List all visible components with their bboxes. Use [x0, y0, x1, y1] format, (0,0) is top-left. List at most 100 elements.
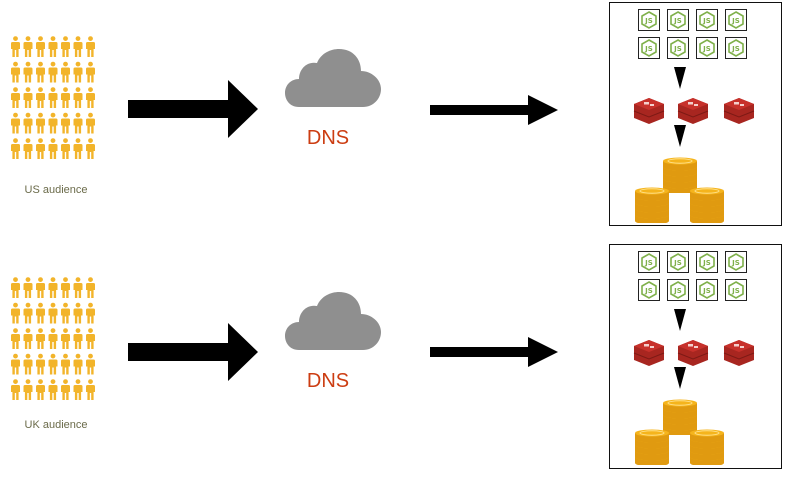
person-icon [86, 328, 95, 349]
nodejs-icon: JS [667, 9, 689, 31]
person-icon [61, 277, 70, 298]
person-icon [61, 61, 70, 83]
person-icon [11, 379, 20, 400]
person-icon [36, 61, 45, 83]
coin-stack-icon [634, 183, 670, 225]
nodejs-icon: JS [667, 279, 689, 301]
person-icon [61, 328, 70, 349]
cloud-icon [285, 292, 381, 350]
person-icon [11, 302, 20, 324]
person-icon [48, 138, 58, 159]
person-icon [11, 87, 20, 108]
person-icon [48, 87, 58, 108]
person-icon [48, 328, 58, 349]
person-icon [11, 138, 20, 159]
person-icon [73, 328, 83, 349]
nodejs-icon: JS [667, 37, 689, 59]
svg-text:JS: JS [673, 17, 682, 25]
redis-icon [722, 94, 756, 124]
person-icon [36, 87, 45, 108]
person-icon [23, 87, 33, 108]
nodejs-icon: JS [696, 279, 718, 301]
person-icon [36, 302, 45, 324]
person-icon [73, 61, 83, 83]
person-icon [11, 328, 20, 349]
person-icon [61, 87, 70, 108]
person-icon [11, 36, 20, 57]
person-icon [61, 36, 70, 57]
person-icon [73, 302, 83, 324]
nodejs-icon: JS [638, 279, 660, 301]
person-icon [23, 379, 33, 400]
person-icon [73, 112, 83, 134]
person-icon [61, 379, 70, 400]
uk-audience-label: UK audience [24, 419, 88, 431]
coin-stack-icon [689, 425, 725, 467]
arrow-audience-to-dns-uk [128, 323, 258, 381]
person-icon [23, 302, 33, 324]
person-icon [61, 302, 70, 324]
nodejs-icon: JS [696, 9, 718, 31]
person-icon [48, 379, 58, 400]
person-icon [48, 277, 58, 298]
dns-label-uk: DNS [306, 370, 350, 392]
arrow-dns-to-servers-us [430, 95, 558, 125]
person-icon [86, 112, 95, 134]
redis-icon [676, 336, 710, 366]
svg-text:JS: JS [644, 287, 653, 295]
us-audience-people-grid [11, 36, 101, 164]
person-icon [23, 138, 33, 159]
person-icon [61, 112, 70, 134]
person-icon [48, 353, 58, 375]
person-icon [86, 353, 95, 375]
person-icon [36, 353, 45, 375]
person-icon [36, 328, 45, 349]
nodejs-icon: JS [667, 251, 689, 273]
person-icon [36, 112, 45, 134]
person-icon [48, 302, 58, 324]
person-icon [48, 36, 58, 57]
redis-icon [632, 94, 666, 124]
coin-stack-icon [634, 425, 670, 467]
redis-icon [676, 94, 710, 124]
person-icon [36, 36, 45, 57]
person-icon [73, 138, 83, 159]
person-icon [61, 138, 70, 159]
person-icon [61, 353, 70, 375]
down-arrow-icon [674, 309, 686, 331]
svg-text:JS: JS [702, 17, 711, 25]
person-icon [86, 61, 95, 83]
nodejs-icon: JS [725, 37, 747, 59]
svg-text:JS: JS [673, 45, 682, 53]
coin-stack-icon [689, 183, 725, 225]
person-icon [86, 379, 95, 400]
person-icon [11, 112, 20, 134]
nodejs-icon: JS [638, 9, 660, 31]
nodejs-icon: JS [725, 279, 747, 301]
person-icon [23, 112, 33, 134]
arrow-audience-to-dns-us [128, 80, 258, 138]
person-icon [86, 138, 95, 159]
person-icon [73, 277, 83, 298]
person-icon [48, 61, 58, 83]
nodejs-icon: JS [725, 251, 747, 273]
cloud-icon [285, 49, 381, 107]
person-icon [23, 277, 33, 298]
person-icon [73, 87, 83, 108]
down-arrow-icon [674, 367, 686, 389]
person-icon [11, 277, 20, 298]
svg-text:JS: JS [731, 45, 740, 53]
nodejs-icon: JS [638, 37, 660, 59]
svg-text:JS: JS [702, 287, 711, 295]
person-icon [73, 353, 83, 375]
svg-text:JS: JS [731, 17, 740, 25]
redis-icon [632, 336, 666, 366]
svg-text:JS: JS [673, 287, 682, 295]
person-icon [36, 138, 45, 159]
person-icon [11, 61, 20, 83]
person-icon [23, 61, 33, 83]
person-icon [48, 112, 58, 134]
